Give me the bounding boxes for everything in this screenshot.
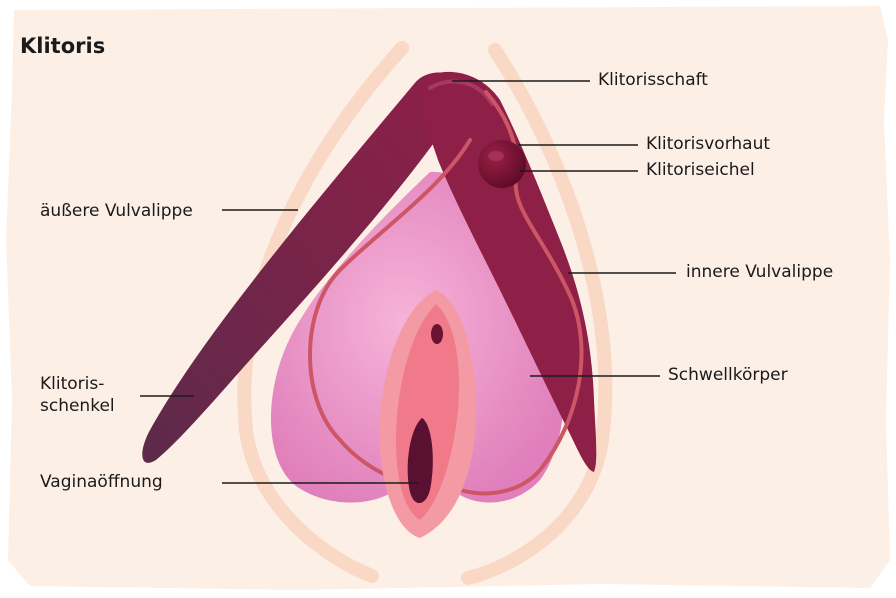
label-klitoriseichel: Klitoriseichel	[646, 159, 755, 181]
label-klitorisschenkel: Klitoris- schenkel	[40, 373, 115, 417]
label-klitorisvorhaut: Klitorisvorhaut	[646, 133, 770, 155]
label-aeussere-vulvalippe: äußere Vulvalippe	[40, 200, 193, 222]
label-vaginaoeffnung: Vaginaöffnung	[40, 471, 163, 493]
urethral-opening	[431, 324, 443, 344]
label-schwellkoerper: Schwellkörper	[668, 364, 788, 386]
label-klitorisschenkel-line2: schenkel	[40, 395, 115, 417]
label-klitorisschenkel-line1: Klitoris-	[40, 373, 115, 395]
glans-highlight	[488, 151, 504, 161]
clitoral-glans	[478, 140, 526, 188]
label-innere-vulvalippe: innere Vulvalippe	[686, 261, 833, 283]
diagram-title: Klitoris	[20, 34, 105, 58]
label-klitorisschaft: Klitorisschaft	[598, 69, 708, 91]
